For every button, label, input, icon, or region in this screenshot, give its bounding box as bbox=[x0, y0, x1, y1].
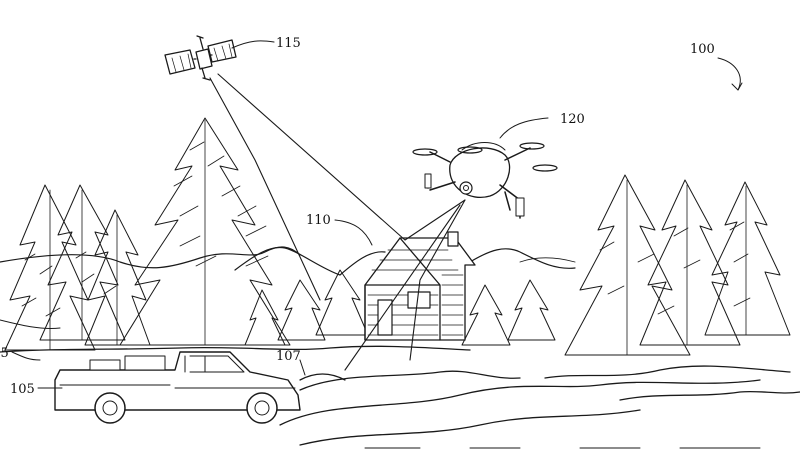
label-120: 120 bbox=[560, 112, 585, 127]
label-100: 100 bbox=[690, 42, 715, 57]
right-tree-cluster bbox=[565, 175, 790, 355]
pickup-truck bbox=[55, 352, 300, 423]
log-cabin bbox=[365, 232, 475, 340]
left-tree-cluster bbox=[5, 185, 150, 350]
label-125: 125 bbox=[0, 346, 9, 361]
label-110: 110 bbox=[306, 213, 331, 228]
mountain-range bbox=[0, 247, 575, 275]
tall-pine-tree bbox=[120, 118, 290, 345]
drone bbox=[413, 143, 557, 219]
label-107: 107 bbox=[276, 349, 301, 364]
satellite bbox=[165, 36, 236, 80]
label-105: 105 bbox=[10, 382, 35, 397]
label-115: 115 bbox=[276, 36, 301, 51]
